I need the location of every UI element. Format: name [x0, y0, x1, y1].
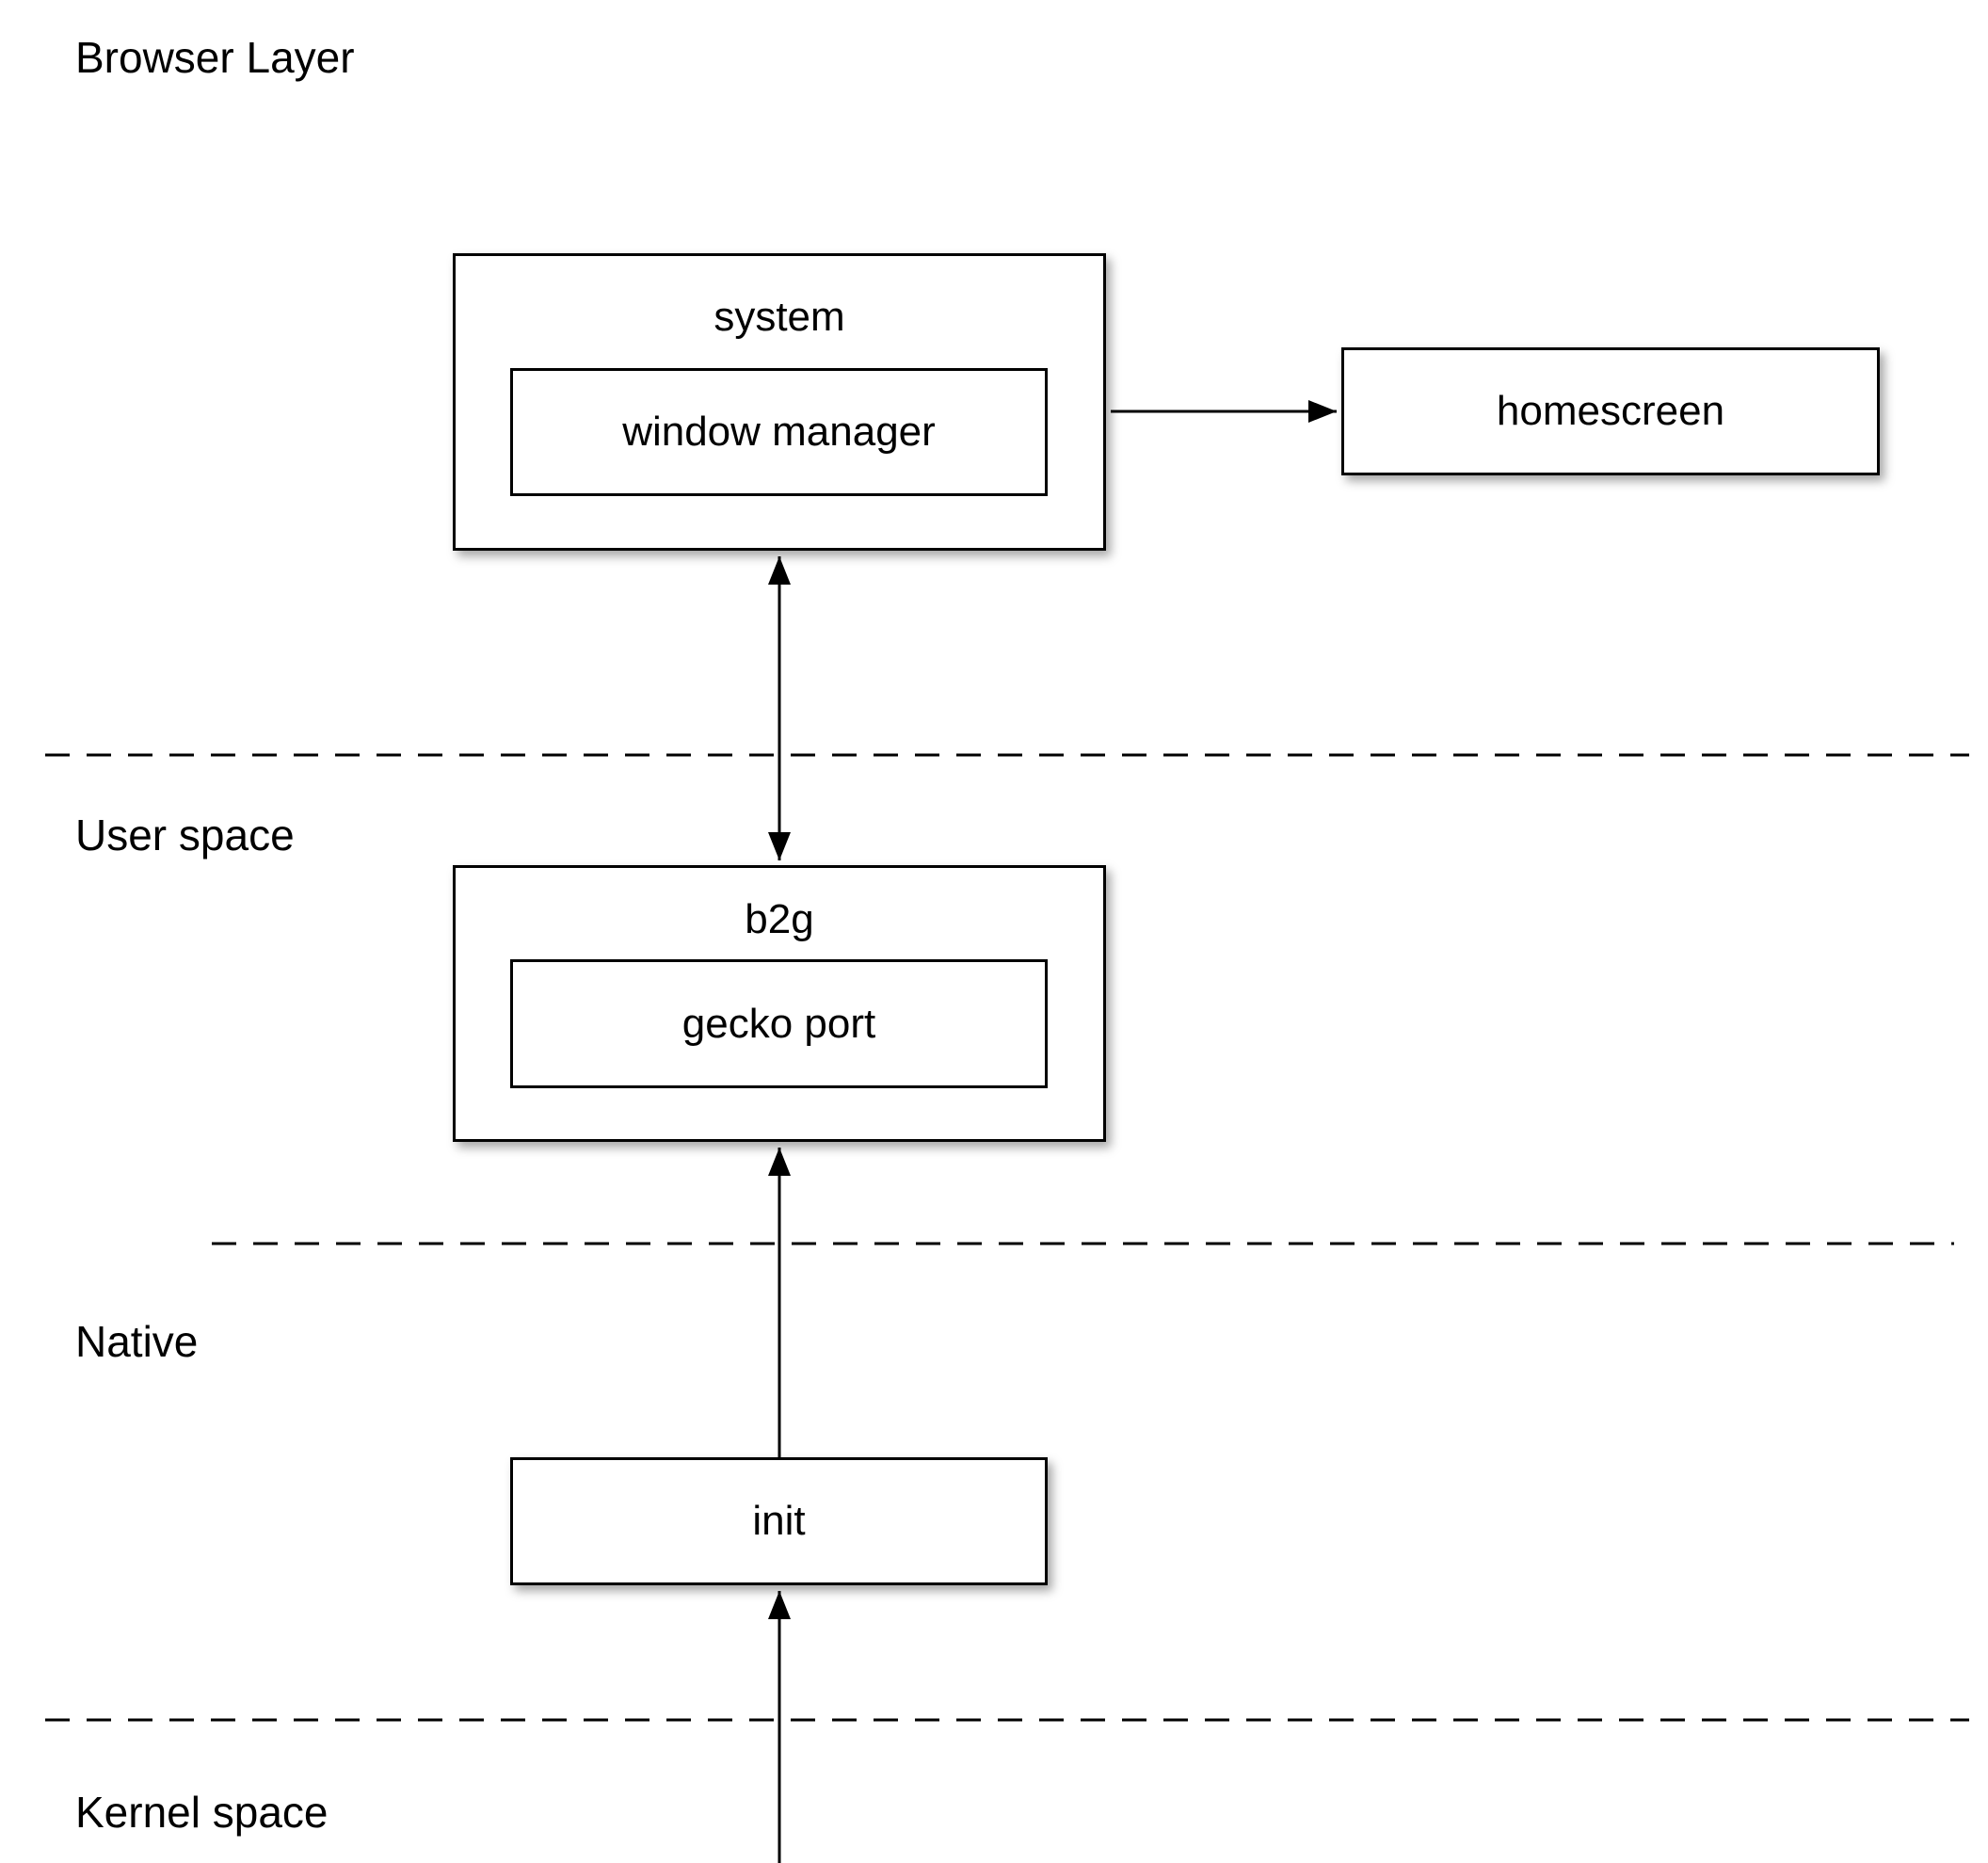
- node-b2g: b2g gecko port: [453, 865, 1106, 1142]
- node-gecko-port: gecko port: [510, 959, 1048, 1088]
- layer-label-native: Native: [75, 1317, 199, 1366]
- node-init-label: init: [752, 1498, 806, 1544]
- node-homescreen-label: homescreen: [1496, 388, 1725, 434]
- node-b2g-title: b2g: [745, 896, 814, 942]
- layer-label-kernel-space: Kernel space: [75, 1788, 329, 1837]
- node-init: init: [510, 1457, 1048, 1585]
- node-window-manager-label: window manager: [622, 409, 936, 455]
- layer-label-user-space: User space: [75, 811, 295, 859]
- node-system: system window manager: [453, 253, 1106, 551]
- layer-label-browser: Browser Layer: [75, 33, 355, 82]
- node-system-title: system: [713, 294, 845, 340]
- node-gecko-port-label: gecko port: [681, 1000, 876, 1047]
- node-window-manager: window manager: [510, 368, 1048, 496]
- node-homescreen: homescreen: [1341, 347, 1880, 475]
